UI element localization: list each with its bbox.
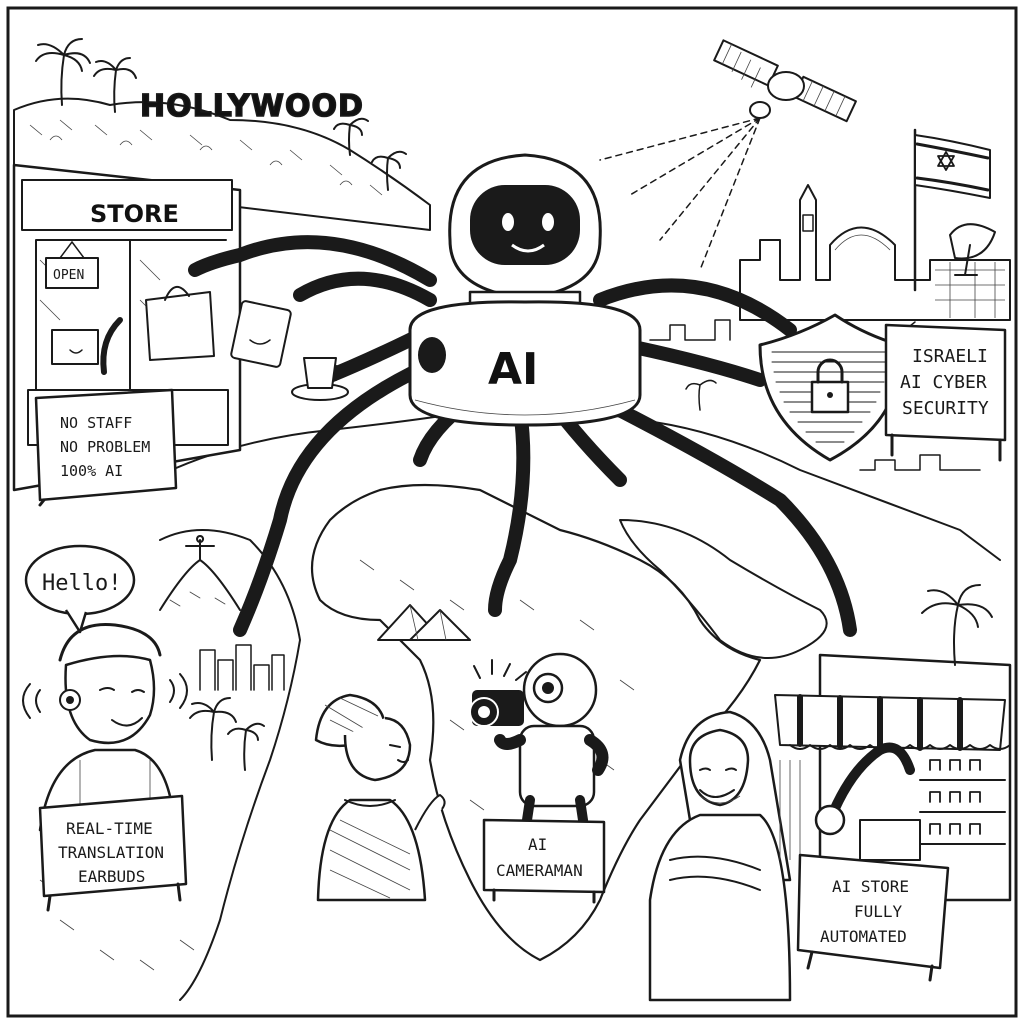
store-sign: STORE [90, 200, 179, 228]
african-woman [314, 693, 446, 902]
ai-store-stall [774, 653, 1012, 902]
israeli-sign [884, 323, 1007, 462]
ai-store-line-1: AI STORE [832, 877, 909, 896]
palm-tree-icon [35, 38, 407, 191]
ai-store-line-3: AUTOMATED [820, 927, 907, 946]
israeli-line-2: AI CYBER [900, 372, 987, 393]
translation-line-1: REAL-TIME [66, 819, 153, 838]
tablet-icon [230, 300, 292, 368]
translation-sign [38, 794, 188, 912]
satellite-icon [713, 39, 857, 123]
no-staff-line-2: NO PROBLEM [60, 438, 150, 456]
radar-dish-icon [949, 223, 996, 276]
palm-tree-icon [921, 584, 993, 666]
open-sign: OPEN [53, 268, 84, 283]
no-staff-line-3: 100% AI [60, 462, 123, 480]
palm-tree-icon [189, 697, 265, 771]
shield-lock-icon [758, 313, 925, 462]
hollywood-sign: HOLLYWOOD [140, 89, 364, 124]
christ-statue-icon [159, 535, 241, 611]
robot-body-label: AI [488, 344, 538, 395]
shopping-bag-icon [145, 286, 215, 361]
ai-store-line-2: FULLY [854, 902, 903, 921]
no-staff-sign [34, 388, 178, 507]
speech-bubble [24, 544, 136, 634]
translation-line-3: EARBUDS [78, 867, 145, 886]
city-skyline [199, 644, 285, 691]
cameraman-line-2: CAMERAMAN [496, 861, 583, 880]
open-sign-board [45, 257, 99, 289]
israeli-line-3: SECURITY [902, 398, 989, 419]
camera-icon [469, 659, 527, 727]
israel-flag-icon [913, 128, 991, 292]
cameraman-line-1: AI [528, 835, 547, 854]
robot-tentacles-inner [190, 237, 855, 635]
satellite-beam [599, 117, 761, 271]
ai-robot [408, 153, 642, 427]
pos-terminal [51, 329, 99, 365]
coffee-cup-icon [291, 357, 349, 401]
translation-line-2: TRANSLATION [58, 843, 164, 862]
israeli-line-1: ISRAELI [912, 346, 988, 367]
pyramids-icon [377, 604, 471, 641]
speech-bubble-text: Hello! [42, 571, 121, 596]
ai-store-sign [796, 853, 950, 982]
arab-man [648, 710, 792, 1002]
no-staff-line-1: NO STAFF [60, 414, 132, 432]
town-sketch [649, 319, 981, 471]
cameraman-sign [482, 818, 606, 904]
jerusalem-skyline [739, 184, 1011, 321]
